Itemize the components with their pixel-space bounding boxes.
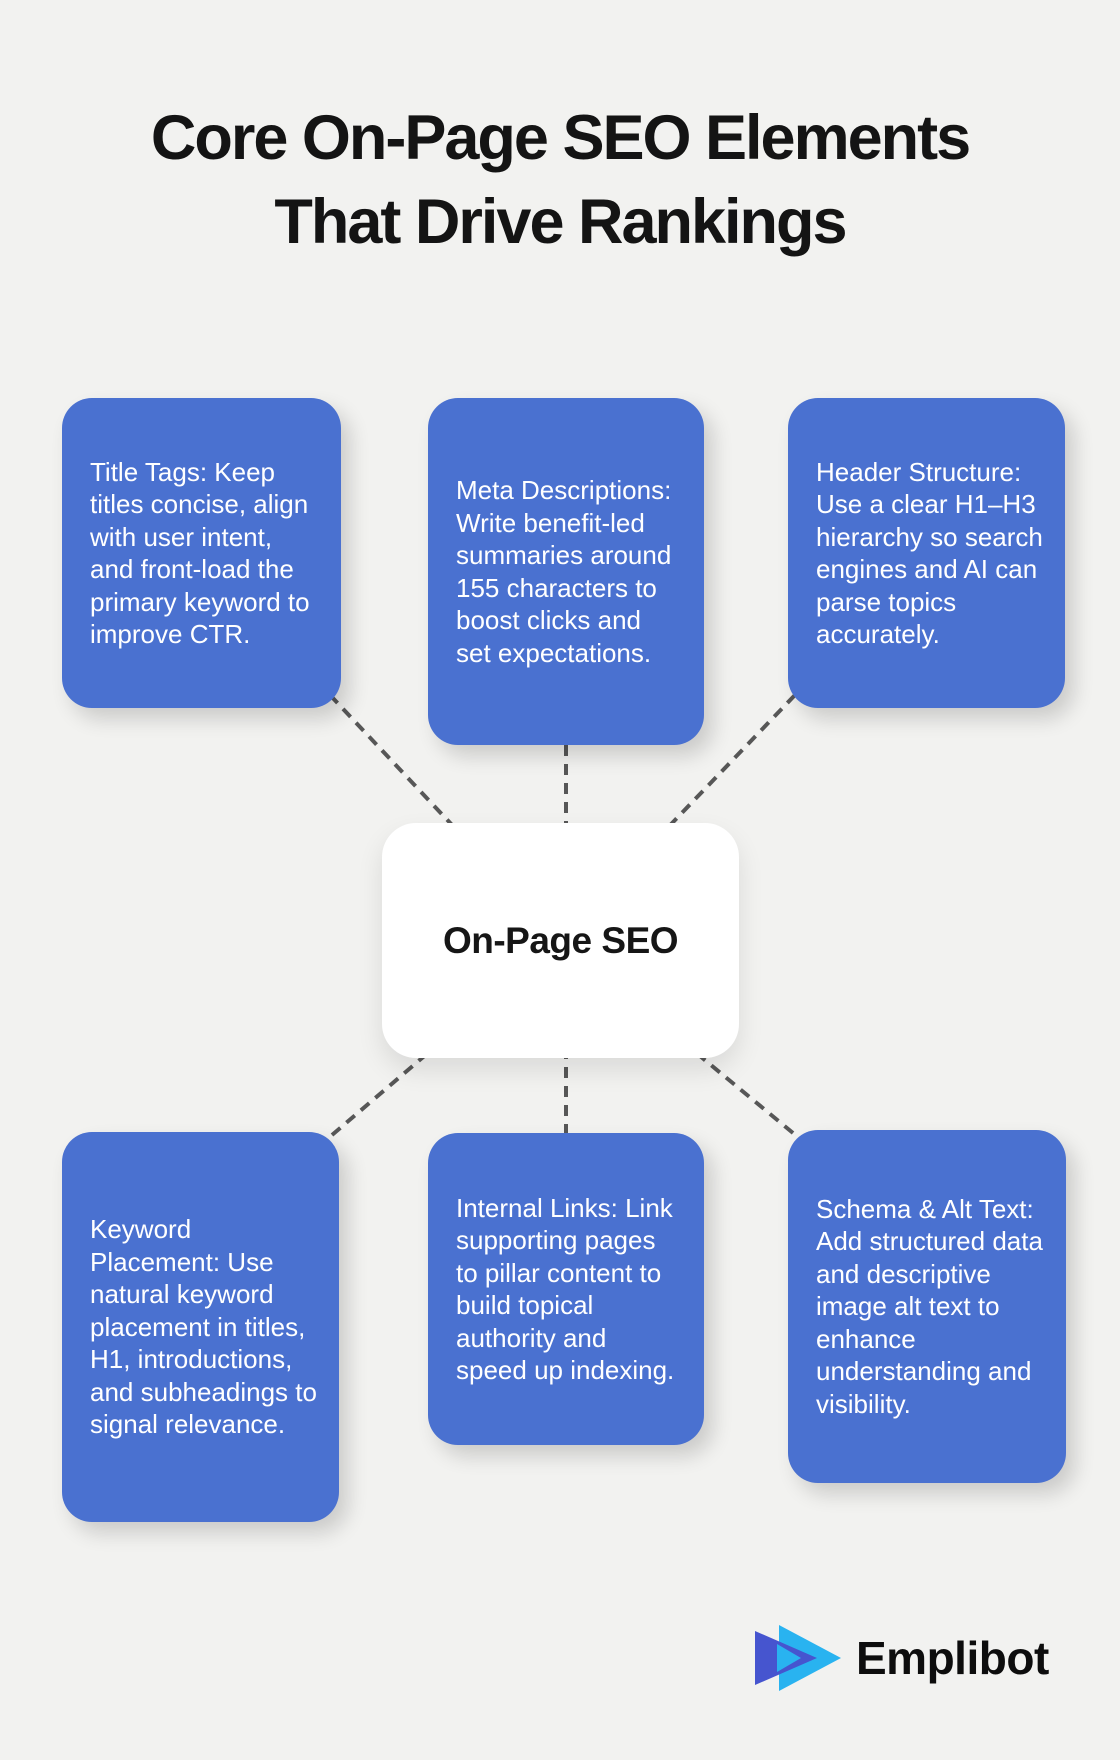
card-schema-alt-text: Schema & Alt Text: Add structured data a… xyxy=(788,1130,1066,1483)
inner-cyan-triangle xyxy=(777,1644,801,1672)
center-node: On-Page SEO xyxy=(382,823,739,1058)
card-title-tags: Title Tags: Keep titles concise, align w… xyxy=(62,398,341,708)
center-node-label: On-Page SEO xyxy=(442,919,679,961)
card-meta-descriptions: Meta Descriptions: Write benefit-led sum… xyxy=(428,398,704,745)
brand-name: Emplibot xyxy=(856,1632,1049,1684)
card-internal-links: Internal Links: Link supporting pages to… xyxy=(428,1133,704,1445)
page-title: Core On-Page SEO Elements That Drive Ran… xyxy=(0,96,1120,264)
brand-logo: Emplibot xyxy=(753,1618,1049,1698)
card-keyword-placement: Keyword Placement: Use natural keyword p… xyxy=(62,1132,339,1522)
card-header-structure: Header Structure: Use a clear H1–H3 hier… xyxy=(788,398,1065,708)
page-title-line2: That Drive Rankings xyxy=(274,187,847,257)
play-triangles-icon xyxy=(755,1625,841,1691)
page-title-line1: Core On-Page SEO Elements xyxy=(150,103,971,173)
